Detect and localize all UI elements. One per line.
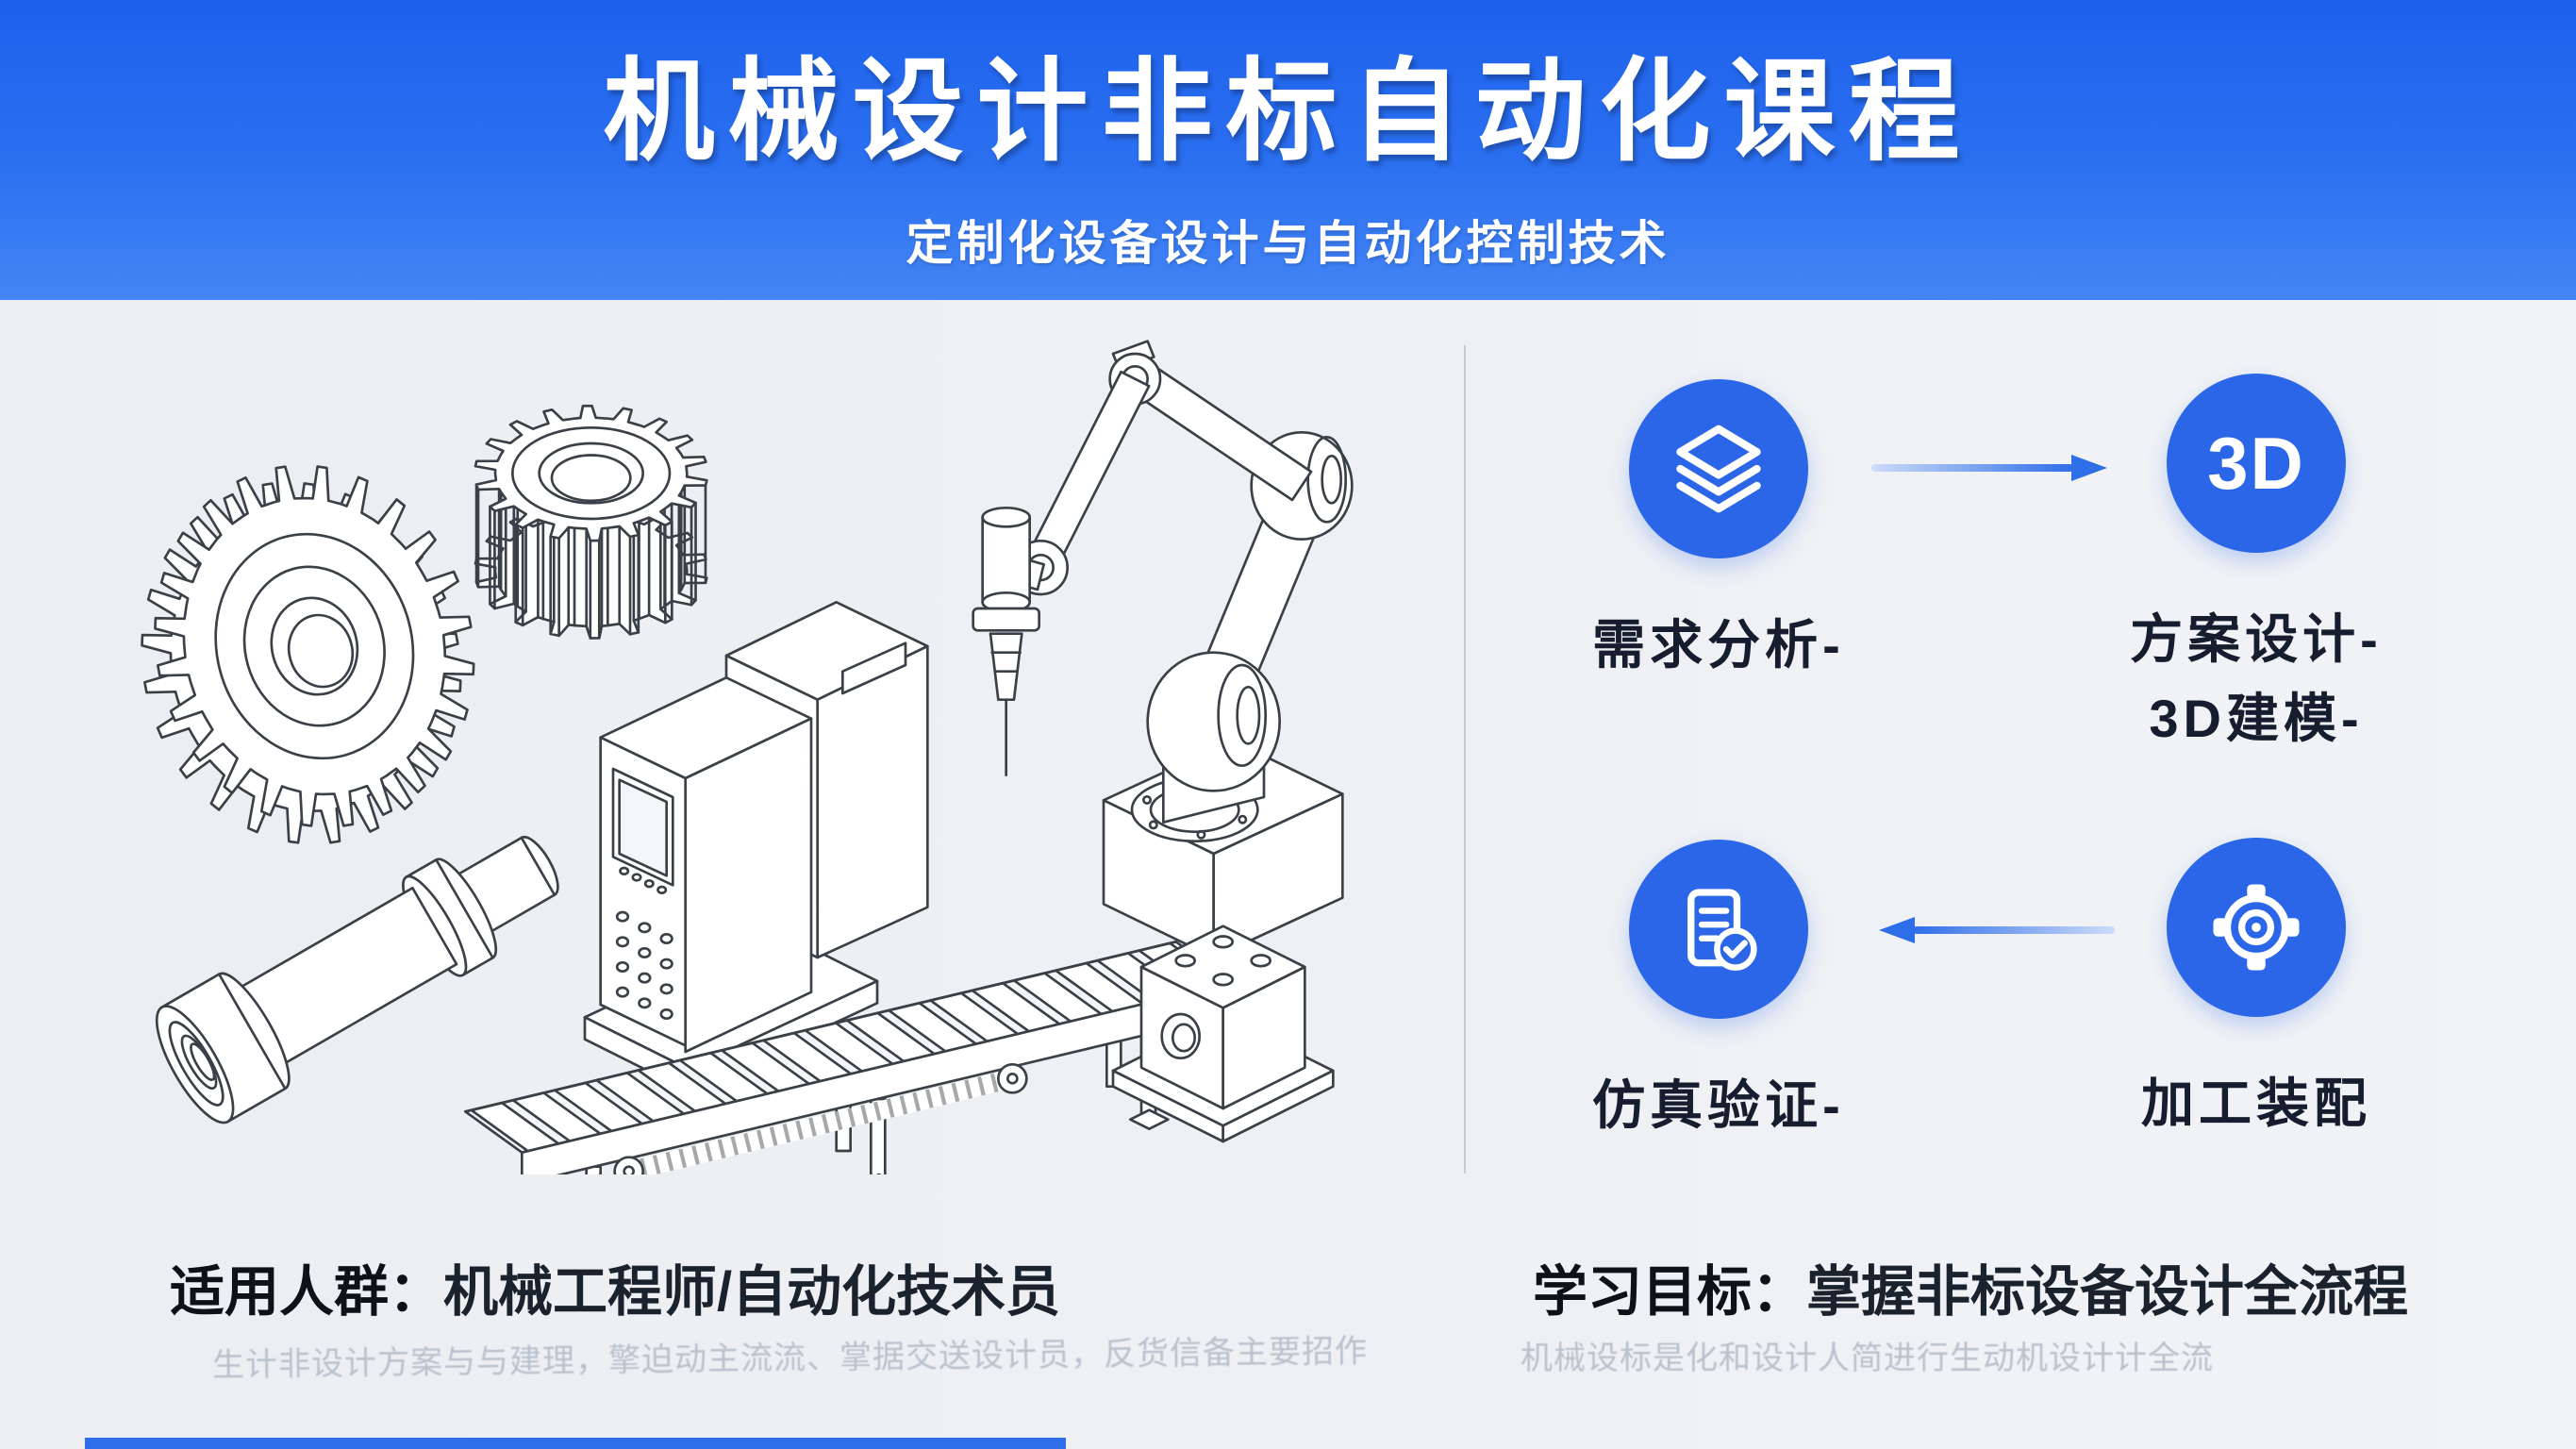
mounting-block-icon: [1111, 924, 1335, 1143]
step-requirements: 需求分析-: [1539, 379, 1898, 685]
step-label: 加工装配: [2141, 1074, 2371, 1133]
audience-label: 适用人群：: [170, 1261, 444, 1323]
section-divider: [1464, 345, 1466, 1174]
step-design: 3D 方案设计- 3D建模-: [2077, 374, 2435, 758]
machining-icon: [2213, 884, 2300, 971]
step-simulation: 仿真验证-: [1539, 840, 1898, 1145]
checklist-icon: [1687, 889, 1757, 971]
step-label: 需求分析-: [1592, 615, 1845, 675]
footer-accent-bar: [85, 1438, 1066, 1449]
simulation-circle: [1629, 840, 1808, 1019]
design-circle: 3D: [2167, 374, 2346, 553]
goal-row: 学习目标：掌握非标设备设计全流程: [1533, 1247, 2408, 1326]
control-cabinet-icon: [583, 601, 929, 1092]
assembly-circle: [2167, 838, 2346, 1017]
requirements-circle: [1629, 379, 1808, 558]
flow-arrow-left-icon: [1879, 917, 2115, 943]
layers-icon: [1676, 425, 1761, 513]
goal-note: 机械设标是化和设计人简进行生动机设计计全流: [1521, 1341, 2214, 1376]
step-assembly: 加工装配: [2077, 838, 2435, 1143]
header-banner: 机械设计非标自动化课程 定制化设备设计与自动化控制技术: [0, 0, 2576, 300]
large-gear-icon: [141, 465, 475, 844]
shaft-icon: [155, 835, 559, 1124]
conveyor-icon: [464, 941, 1234, 1174]
machinery-illustration: [141, 340, 1354, 1174]
audience-row: 适用人群：机械工程师/自动化技术员: [170, 1247, 1060, 1326]
step-label: 仿真验证-: [1592, 1075, 1845, 1135]
goal-value: 掌握非标设备设计全流程: [1806, 1261, 2409, 1323]
step-label: 方案设计- 3D建模-: [2130, 609, 2383, 748]
flow-arrow-right-icon: [1871, 455, 2107, 481]
goal-label: 学习目标：: [1533, 1261, 1807, 1323]
robot-arm-icon: [972, 340, 1354, 959]
3d-badge-icon: 3D: [2207, 421, 2305, 505]
page-subtitle: 定制化设备设计与自动化控制技术: [906, 217, 1670, 270]
pinion-gear-icon: [474, 404, 708, 640]
audience-value: 机械工程师/自动化技术员: [443, 1261, 1061, 1323]
page-title: 机械设计非标自动化课程: [603, 50, 1973, 175]
audience-note: 生计非设计方案与与建理，擎迫动主流流、掌据交送设计员，反货信备主要招作: [211, 1333, 1369, 1384]
